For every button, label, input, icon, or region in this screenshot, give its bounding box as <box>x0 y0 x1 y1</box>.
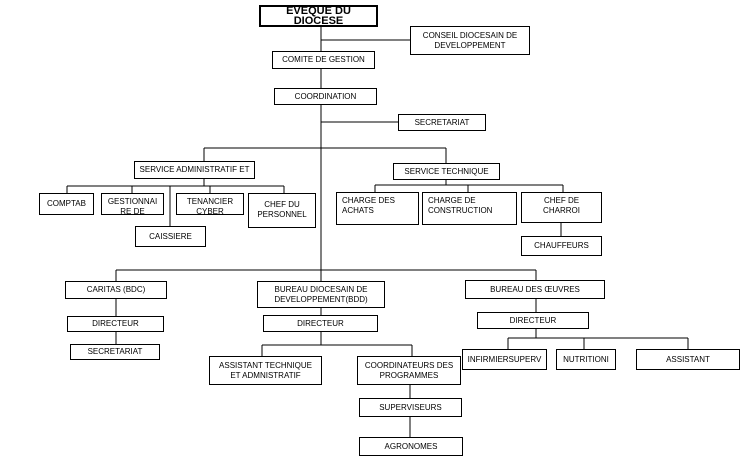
node-infirmier: INFIRMIERSUPERV <box>462 349 547 370</box>
node-caritas-secretariat: SECRETARIAT <box>70 344 160 360</box>
node-comite: COMITE DE GESTION <box>272 51 375 69</box>
node-conseil: CONSEIL DIOCESAIN DE DEVELOPPEMENT <box>410 26 530 55</box>
node-nutrition: NUTRITIONI <box>556 349 616 370</box>
node-gestionnaire: GESTIONNAI RE DE STOCK <box>101 193 164 215</box>
node-agronomes: AGRONOMES <box>359 437 463 456</box>
node-caritas: CARITAS (BDC) <box>65 281 167 299</box>
node-eveque: EVEQUE DU DIOCESE <box>259 5 378 27</box>
node-bureau-oeuvres: BUREAU DES ŒUVRES <box>465 280 605 299</box>
node-caissiere: CAISSIERE <box>135 226 206 247</box>
node-caritas-directeur: DIRECTEUR <box>67 316 164 332</box>
node-comptab: COMPTAB <box>39 193 94 215</box>
node-chef-personnel: CHEF DU PERSONNEL <box>248 193 316 228</box>
node-charge-construction: CHARGE DE CONSTRUCTION <box>422 192 517 225</box>
node-bdd-directeur: DIRECTEUR <box>263 315 378 332</box>
node-service-admin: SERVICE ADMINISTRATIF ET <box>134 161 255 179</box>
node-charge-achats: CHARGE DES ACHATS <box>336 192 419 225</box>
node-bureau-bdd: BUREAU DIOCESAIN DE DEVELOPPEMENT(BDD) <box>257 281 385 308</box>
node-assistant: ASSISTANT <box>636 349 740 370</box>
node-chauffeurs: CHAUFFEURS <box>521 236 602 256</box>
node-assistant-technique: ASSISTANT TECHNIQUE ET ADMNISTRATIF <box>209 356 322 385</box>
node-coordinateurs: COORDINATEURS DES PROGRAMMES <box>357 356 461 385</box>
node-chef-charroi: CHEF DE CHARROI <box>521 192 602 223</box>
node-secretariat: SECRETARIAT <box>398 114 486 131</box>
node-service-tech: SERVICE TECHNIQUE <box>393 163 500 180</box>
node-oeuvres-directeur: DIRECTEUR <box>477 312 589 329</box>
node-tenancier: TENANCIER CYBER <box>176 193 244 215</box>
node-coordination: COORDINATION <box>274 88 377 105</box>
node-superviseurs: SUPERVISEURS <box>359 398 462 417</box>
